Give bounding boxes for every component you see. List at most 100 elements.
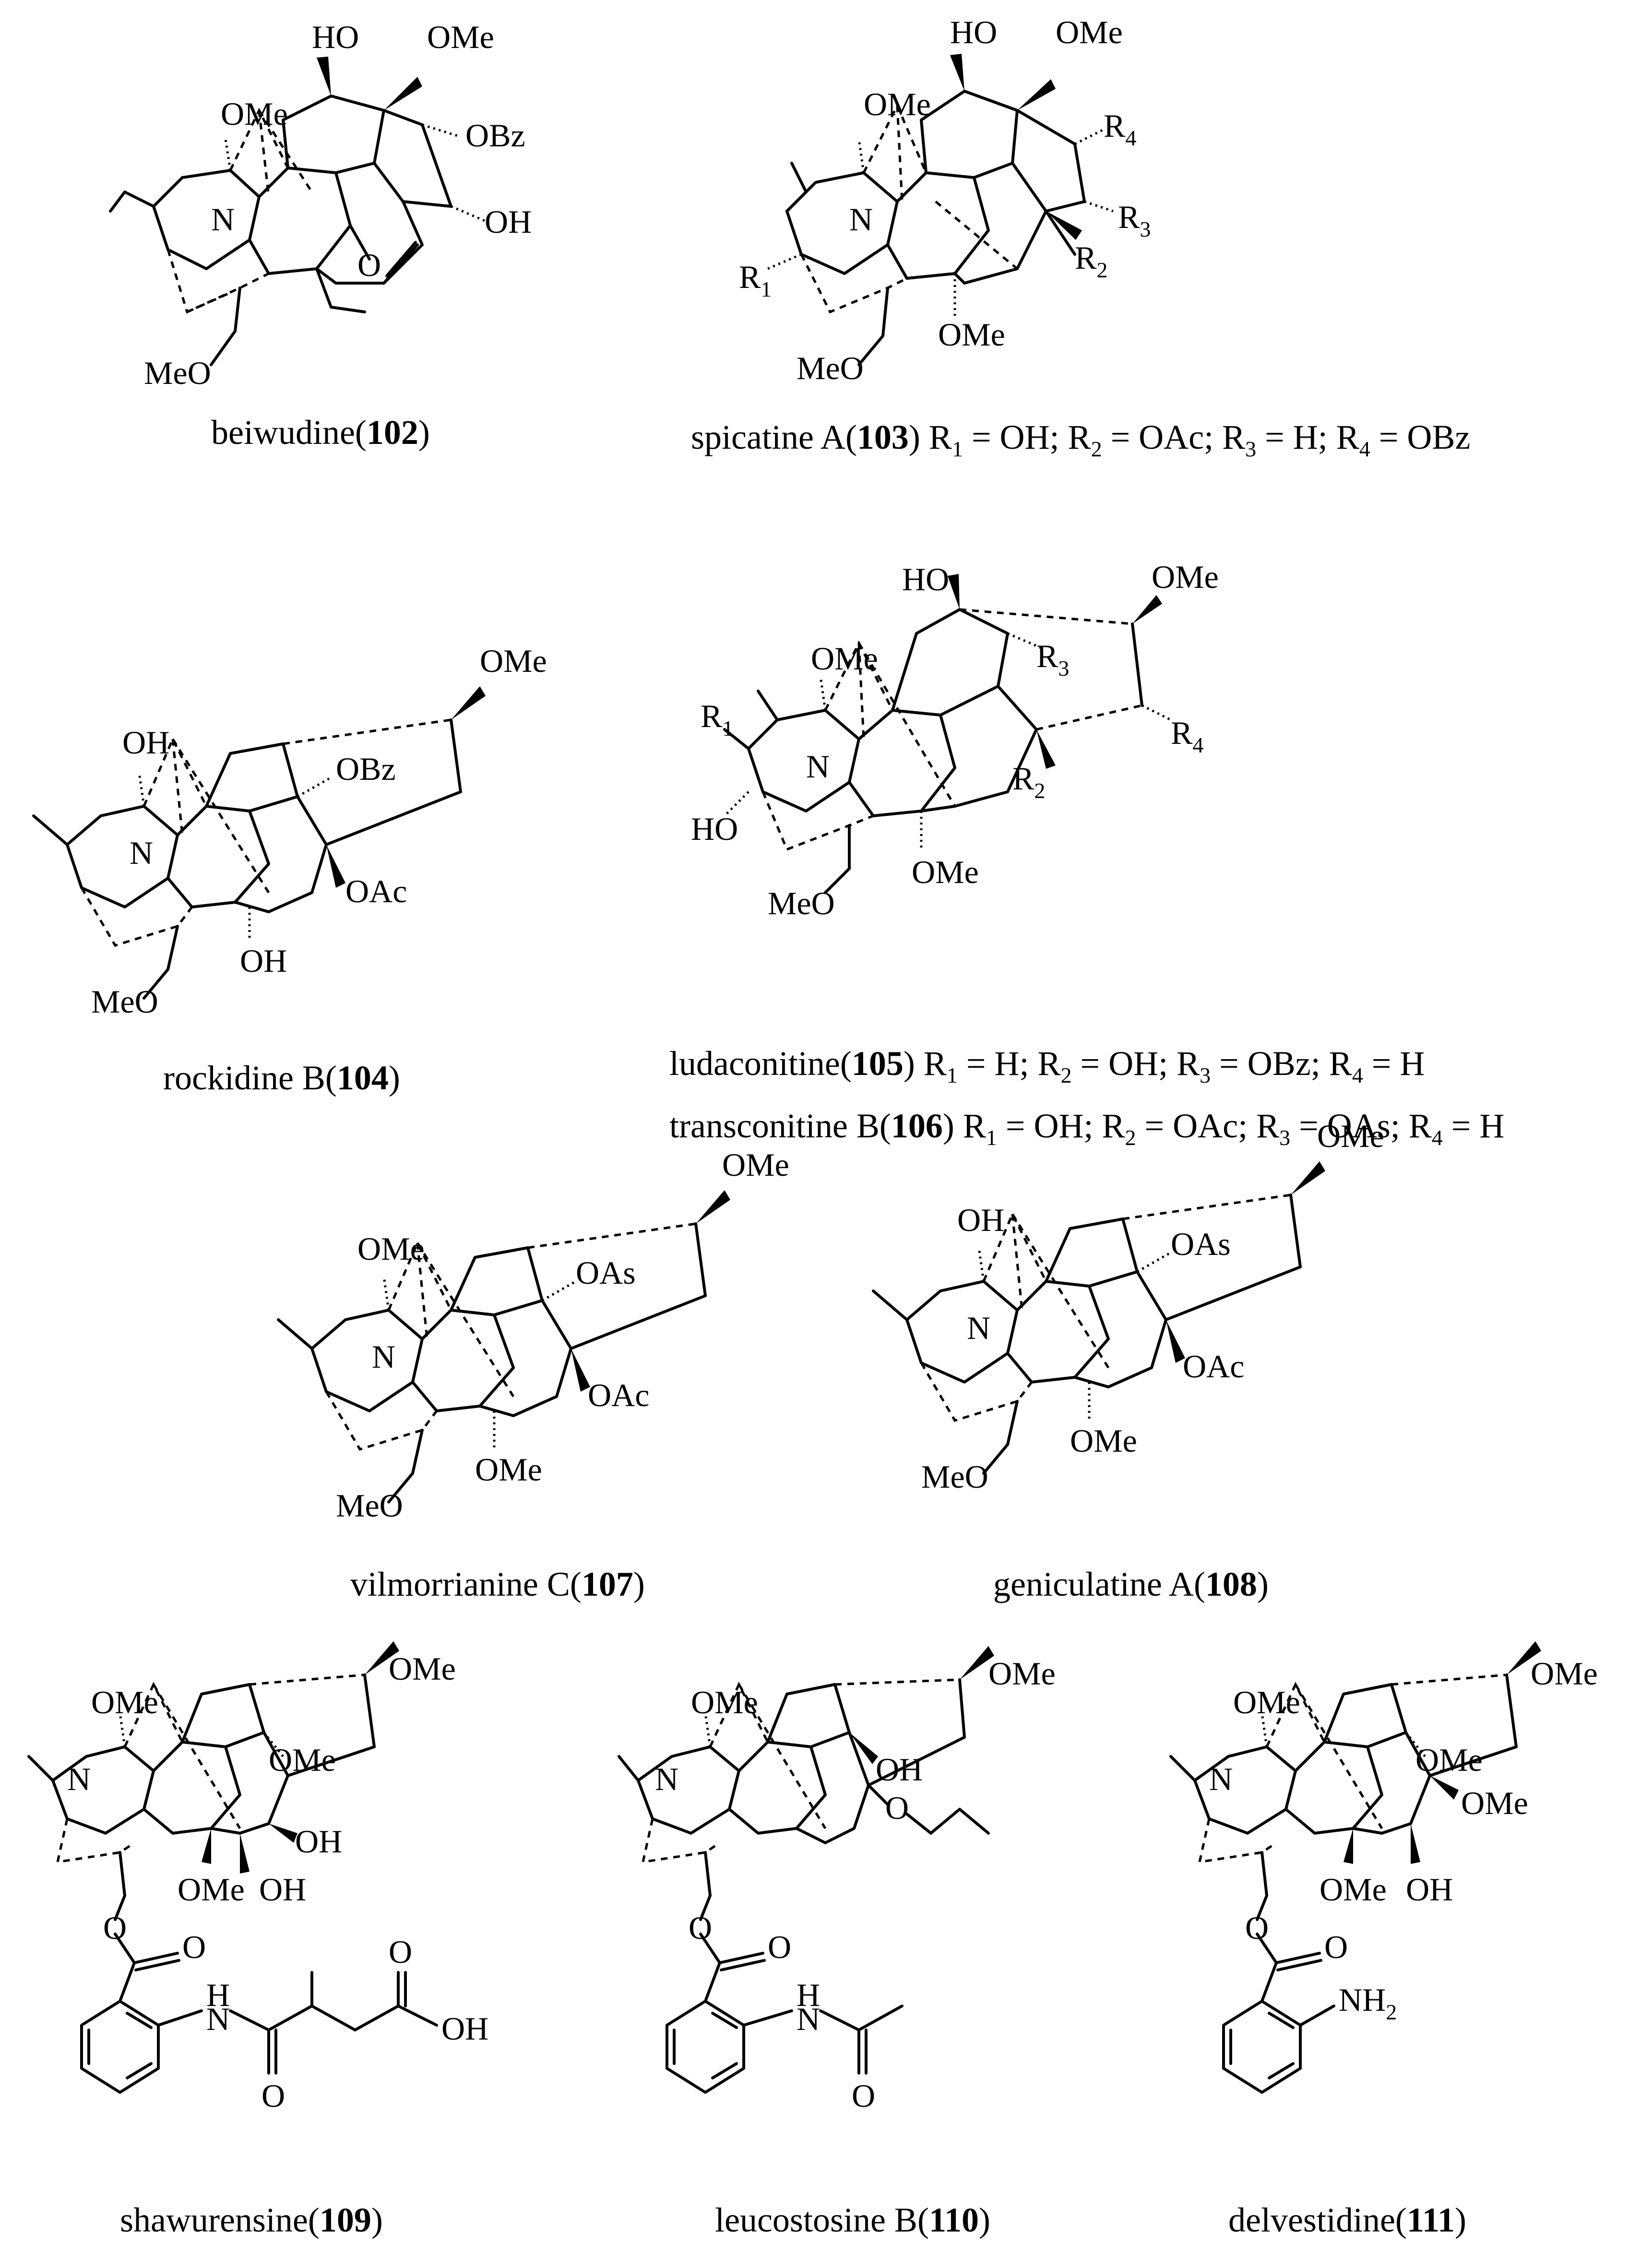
atom-label: OH [1406,1871,1453,1908]
caption-106: transconitine B(106) R1 = OH; R2 = OAc; … [669,1107,1504,1150]
atom-label: O [768,1929,791,1965]
atom-label: N [372,1338,395,1375]
atom-label: OH [485,203,532,240]
atom-label: OH [957,1202,1004,1238]
atom-label: H [797,1977,820,2013]
atom-label: O [689,1910,712,1946]
atom-label: OMe [91,1684,158,1720]
caption-110: leucostosine B(110) [715,2201,990,2239]
atom-label: N [655,1761,678,1797]
atom-label: OAs [576,1254,636,1291]
atom-label: OAc [1183,1348,1244,1385]
atom-label: OMe [389,1650,456,1687]
atom-label: HO [312,19,359,55]
atom-label: OMe [1531,1655,1598,1692]
atom-label: OMe [1070,1422,1137,1459]
caption-108: geniculatine A(108) [993,1565,1269,1603]
atom-label: OH [876,1751,923,1788]
atom-label: OAc [588,1377,649,1413]
atom-label: N [1209,1761,1233,1797]
atom-label: OMe [1320,1871,1387,1908]
atom-label: O [1324,1929,1348,1965]
atom-label: N [211,201,235,238]
atom-label: OMe [722,1146,789,1183]
atom-label: R3 [1036,638,1069,680]
structure-109: OMe OMe OMe OH OH OMe N O O H N O O OH [27,1641,488,2114]
atom-label: N [206,2001,230,2037]
atom-label: HO [950,14,997,50]
atom-label: MeO [144,355,211,391]
atom-label: R4 [1171,715,1203,757]
structure-103: HO OMe OMe R4 R3 R2 R1 N OMe MeO [739,14,1151,386]
atom-label: N [130,835,153,871]
atom-label: OMe [475,1451,542,1488]
atom-label: N [797,2001,820,2037]
atom-label: MeO [921,1458,988,1495]
atom-label: OMe [938,316,1005,353]
atom-label: HO [902,561,949,597]
atom-label: OMe [691,1684,758,1720]
structure-104: OMe OBz OH OAc N OH MeO [32,643,547,1020]
atom-label: OMe [480,643,547,679]
atom-label: OAc [345,873,407,909]
caption-105: ludaconitine(105) R1 = H; R2 = OH; R3 = … [669,1044,1425,1087]
atom-label: OMe [1152,559,1219,595]
atom-label: OMe [1233,1684,1300,1720]
structure-110: OMe OH OMe N O O O H N O [618,1646,1056,2114]
atom-label: NH2 [1339,1982,1397,2024]
atom-label: OMe [357,1230,425,1267]
structure-105-106: HO OMe OMe R1 R3 R4 R2 N HO OMe MeO [691,559,1219,921]
caption-104: rockidine B(104) [163,1059,400,1097]
atom-label: OMe [269,1742,336,1778]
structure-107: OMe OAs OMe OAc N OMe MeO [277,1146,789,1524]
atom-label: OMe [912,854,979,890]
atom-label: OMe [1415,1742,1483,1778]
atom-label: OH [240,943,287,979]
caption-102: beiwudine(102) [211,413,430,452]
caption-107: vilmorrianine C(107) [350,1565,645,1603]
atom-label: N [806,748,830,785]
atom-label: O [852,2077,875,2114]
atom-label: OMe [1056,14,1123,50]
atom-label: O [103,1910,127,1946]
atom-label: OH [259,1871,306,1908]
atom-label: R2 [1012,760,1045,803]
caption-103: spicatine A(103) R1 = OH; R2 = OAc; R3 =… [691,418,1470,461]
atom-label: N [67,1761,91,1797]
atom-label: O [1245,1910,1269,1946]
atom-label: O [182,1929,206,1965]
atom-label: R2 [1075,239,1107,282]
atom-label: O [389,1934,412,1970]
atom-label: N [967,1310,990,1346]
atom-label: OH [122,724,169,761]
atom-label: OBz [336,751,396,787]
atom-label: O [262,2077,285,2114]
atom-label: MeO [336,1487,403,1524]
atom-label: N [849,201,873,238]
atom-label: OMe [1317,1118,1384,1154]
atom-label: R4 [1104,107,1136,150]
atom-label: R1 [701,698,733,740]
atom-label: OMe [178,1871,245,1908]
atom-label: OBz [465,117,525,154]
atom-label: MeO [91,983,158,1020]
atom-label: OMe [427,19,494,55]
atom-label: OMe [811,640,878,677]
structure-108: OMe OAs OH OAc N OMe MeO [872,1118,1384,1495]
atom-label: OMe [864,86,931,122]
atom-label: OH [295,1823,342,1860]
atom-label: OMe [988,1655,1056,1692]
atom-label: OMe [221,95,288,132]
atom-label: MeO [768,885,835,921]
caption-111: delvestidine(111) [1228,2201,1466,2239]
atom-label: OH [441,2010,488,2047]
atom-label: MeO [797,350,864,386]
atom-label: O [357,247,381,283]
structure-111: OMe OMe OMe OMe N OH OMe O O NH2 [1169,1641,1598,2094]
atom-label: O [885,1790,909,1826]
atom-label: OAs [1171,1226,1231,1262]
atom-label: R1 [739,259,772,301]
atom-label: HO [691,811,738,847]
caption-109: shawurensine(109) [120,2201,383,2239]
